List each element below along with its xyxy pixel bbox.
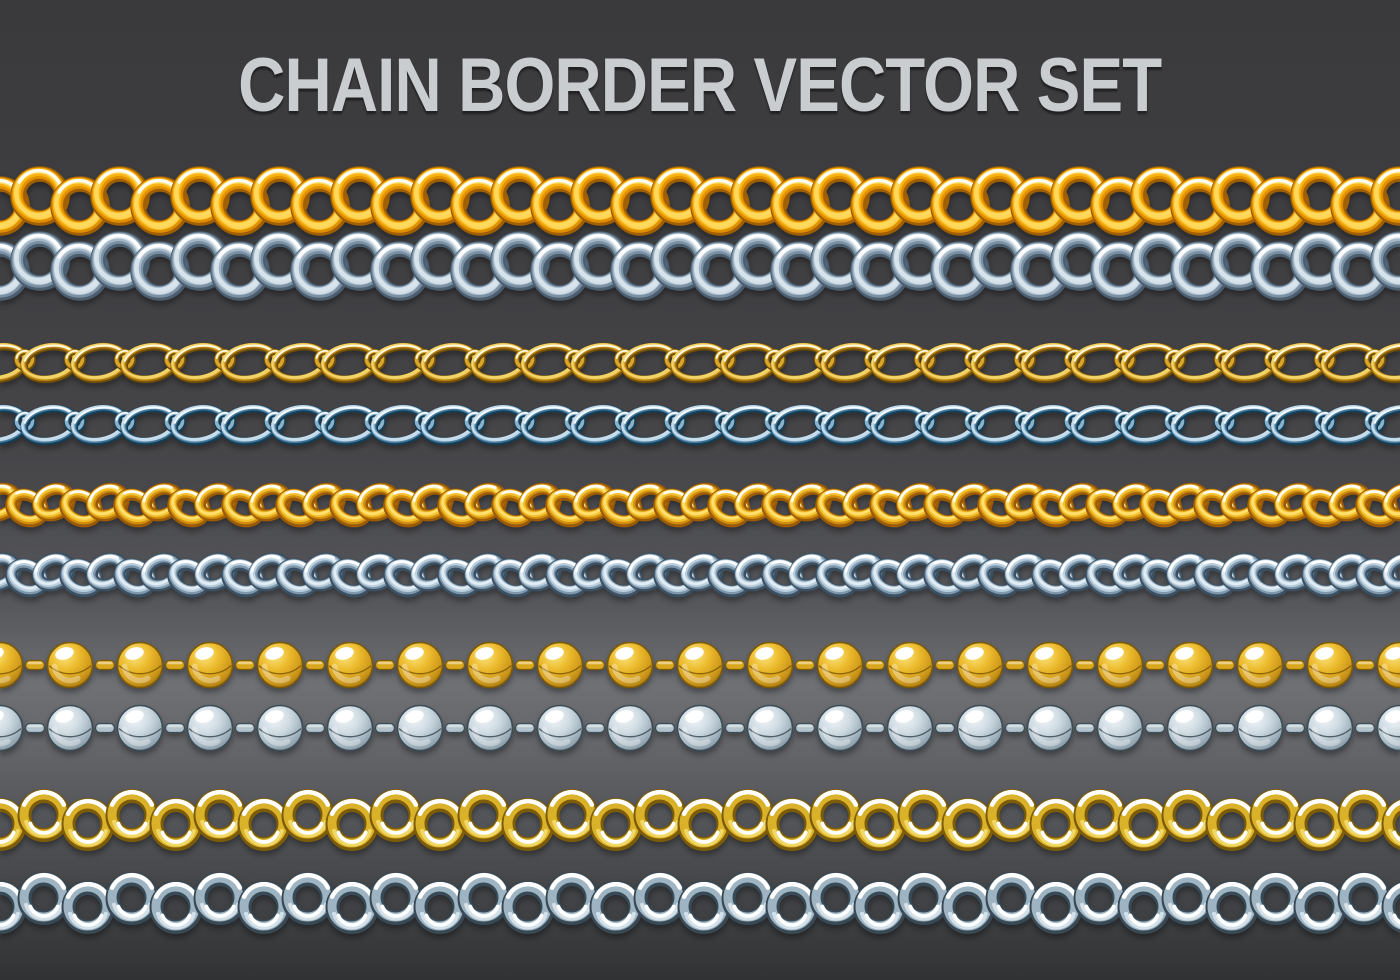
gold-chain-illustration bbox=[0, 342, 1400, 384]
gold-cable-chain bbox=[0, 165, 1400, 237]
gold-chain-illustration bbox=[0, 166, 1400, 236]
gold-chain-illustration bbox=[0, 641, 1400, 689]
silver-rolo-chain bbox=[0, 870, 1400, 936]
silver-curb-chain-small bbox=[0, 399, 1400, 451]
gold-chain-illustration bbox=[0, 482, 1400, 528]
silver-chain-illustration bbox=[0, 231, 1400, 301]
gold-rolo-chain bbox=[0, 787, 1400, 853]
silver-ball-chain bbox=[0, 698, 1400, 758]
page-title-wrap: CHAIN BORDER VECTOR SET bbox=[0, 48, 1400, 124]
silver-cable-chain bbox=[0, 230, 1400, 302]
gold-chain-illustration bbox=[0, 789, 1400, 851]
gold-curb-chain-thick bbox=[0, 477, 1400, 533]
silver-chain-illustration bbox=[0, 872, 1400, 934]
silver-curb-chain-thick bbox=[0, 547, 1400, 603]
silver-chain-illustration bbox=[0, 552, 1400, 598]
silver-chain-illustration bbox=[0, 404, 1400, 446]
gold-ball-chain bbox=[0, 635, 1400, 695]
silver-chain-illustration bbox=[0, 704, 1400, 752]
page-title: CHAIN BORDER VECTOR SET bbox=[238, 43, 1162, 128]
gold-curb-chain-small bbox=[0, 337, 1400, 389]
